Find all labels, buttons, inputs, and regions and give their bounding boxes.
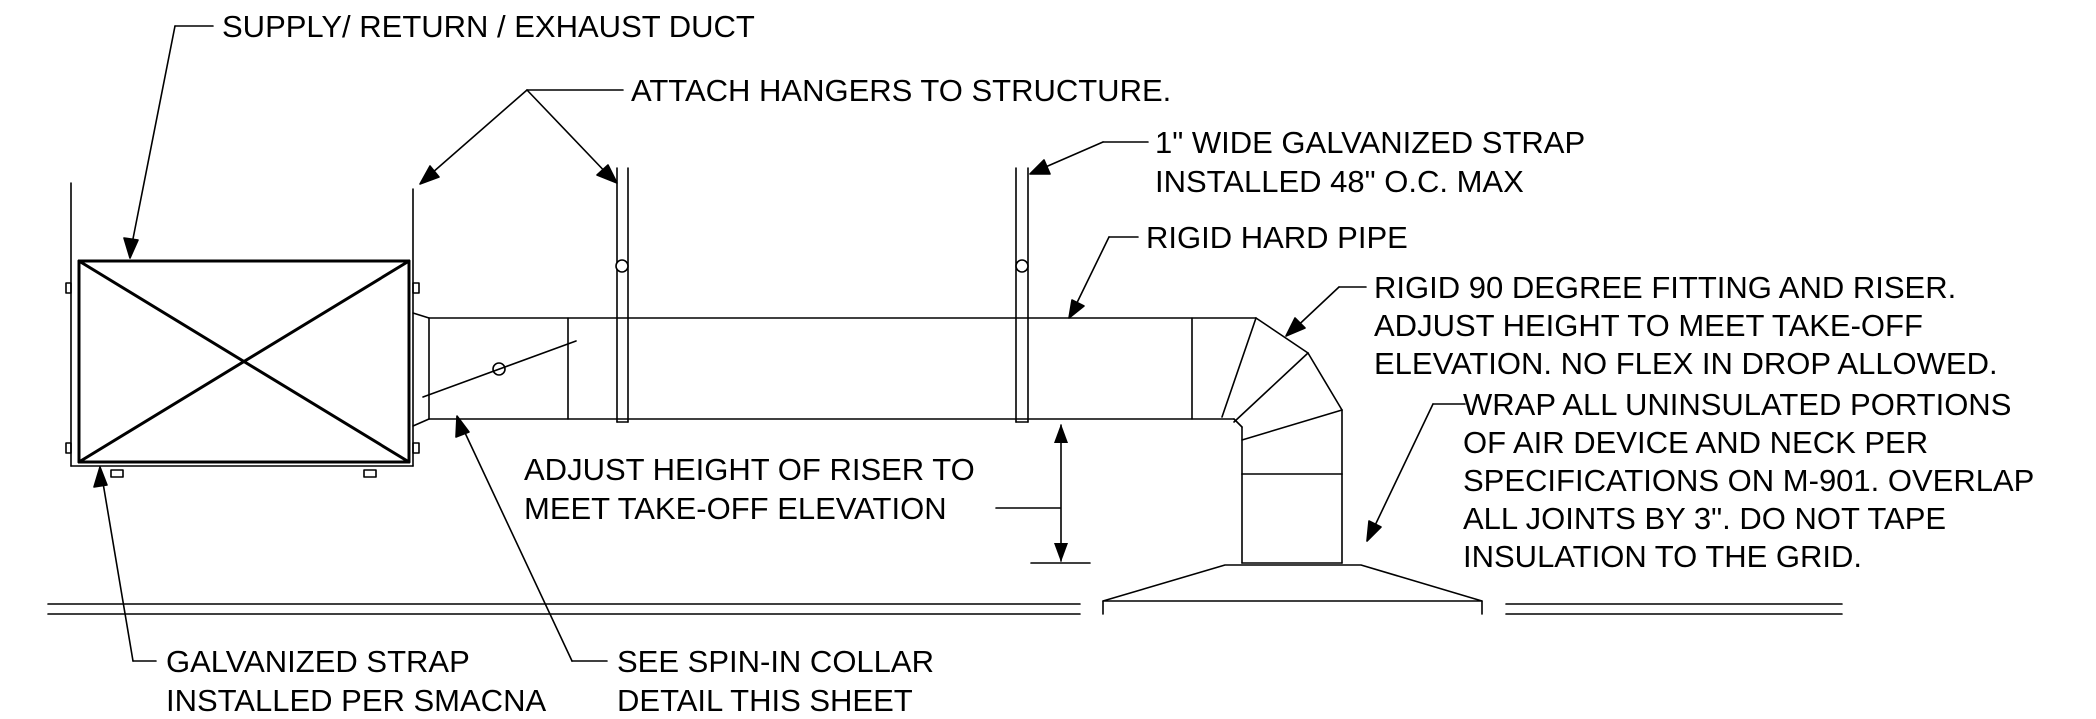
label-adjust-riser-line: MEET TAKE-OFF ELEVATION [524, 491, 947, 526]
spin-in-collar [412, 312, 577, 427]
rigid-hard-pipe [428, 317, 1257, 420]
leader-rigid-fitting [1285, 286, 1367, 337]
ceiling-grid [47, 603, 1843, 615]
leader-attach-hangers [419, 89, 624, 185]
hanger-strap-2 [1015, 167, 1029, 423]
air-device [1102, 564, 1483, 615]
label-rigid-pipe: RIGID HARD PIPE [1146, 220, 1408, 255]
label-rigid-fitting: RIGID 90 DEGREE FITTING AND RISER. ADJUS… [1374, 270, 1998, 381]
riser-dimension [1030, 424, 1091, 564]
label-wrap-insulation-line: OF AIR DEVICE AND NECK PER [1463, 425, 1928, 460]
label-adjust-riser: ADJUST HEIGHT OF RISER TO MEET TAKE-OFF … [524, 452, 975, 526]
label-wrap-insulation-line: INSULATION TO THE GRID. [1463, 539, 1862, 574]
leader-wrap-insulation [1366, 403, 1466, 542]
label-galvanized-strap-line: INSTALLED PER SMACNA [166, 683, 546, 718]
label-wrap-insulation-line: SPECIFICATIONS ON M-901. OVERLAP [1463, 463, 2034, 498]
duct-section-x [77, 259, 411, 464]
main-duct [65, 182, 420, 478]
leader-spin-in-collar [455, 415, 608, 662]
label-wide-strap-line: 1" WIDE GALVANIZED STRAP [1155, 125, 1585, 160]
label-attach-hangers: ATTACH HANGERS TO STRUCTURE. [631, 73, 1171, 108]
label-wide-strap-line: INSTALLED 48" O.C. MAX [1155, 164, 1524, 199]
label-rigid-fitting-line: RIGID 90 DEGREE FITTING AND RISER. [1374, 270, 1956, 305]
rigid-90-fitting [1221, 317, 1343, 475]
label-galvanized-strap-line: GALVANIZED STRAP [166, 644, 470, 679]
label-wrap-insulation-line: ALL JOINTS BY 3". DO NOT TAPE [1463, 501, 1946, 536]
hanger-strap-1 [615, 167, 629, 423]
label-galvanized-strap: GALVANIZED STRAP INSTALLED PER SMACNA [166, 644, 546, 718]
leader-galvanized-strap [93, 466, 157, 662]
label-wide-strap: 1" WIDE GALVANIZED STRAP INSTALLED 48" O… [1155, 125, 1585, 199]
leader-supply-duct [123, 25, 214, 259]
label-wrap-insulation-line: WRAP ALL UNINSULATED PORTIONS [1463, 387, 2011, 422]
label-wrap-insulation: WRAP ALL UNINSULATED PORTIONS OF AIR DEV… [1463, 387, 2034, 574]
leader-wide-strap [1029, 141, 1149, 175]
label-rigid-fitting-line: ADJUST HEIGHT TO MEET TAKE-OFF [1374, 308, 1923, 343]
label-supply-duct: SUPPLY/ RETURN / EXHAUST DUCT [222, 9, 755, 44]
label-spin-in-collar-line: SEE SPIN-IN COLLAR [617, 644, 934, 679]
leader-rigid-pipe [1068, 236, 1139, 319]
riser [1241, 473, 1343, 564]
label-spin-in-collar: SEE SPIN-IN COLLAR DETAIL THIS SHEET [617, 644, 934, 718]
label-spin-in-collar-line: DETAIL THIS SHEET [617, 683, 913, 718]
label-rigid-fitting-line: ELEVATION. NO FLEX IN DROP ALLOWED. [1374, 346, 1998, 381]
label-adjust-riser-line: ADJUST HEIGHT OF RISER TO [524, 452, 975, 487]
